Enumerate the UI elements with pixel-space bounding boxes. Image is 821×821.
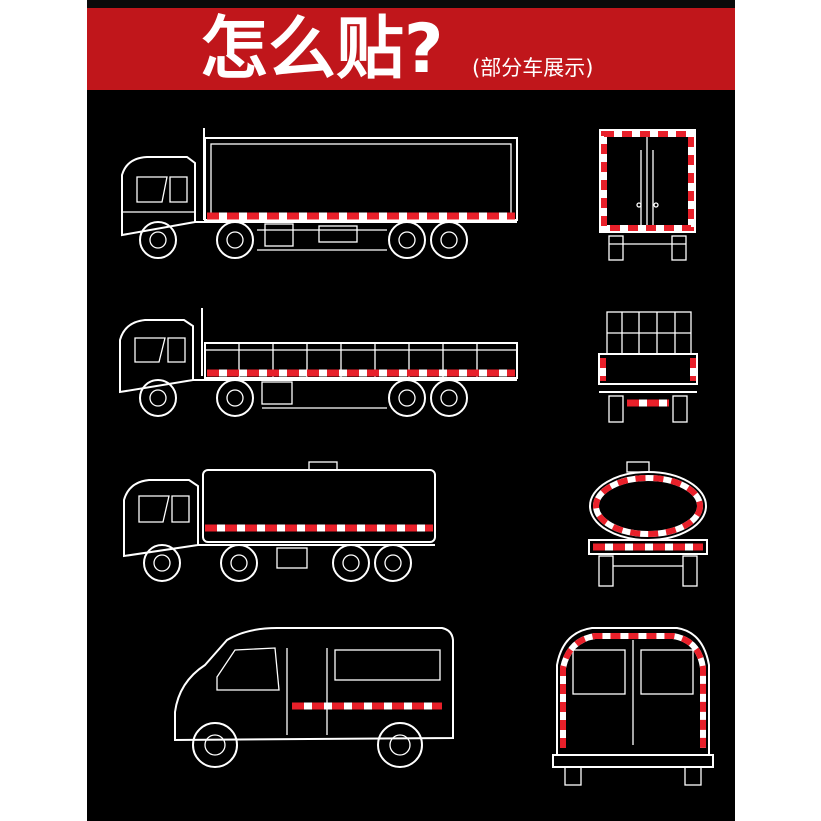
tanker-truck-side-view	[123, 461, 436, 582]
flatbed-truck-rear-view	[598, 311, 698, 423]
illustration-panel: 怎么贴? (部分车展示)	[87, 0, 735, 821]
vehicle-diagrams	[119, 128, 714, 786]
flatbed-truck-side-view	[119, 308, 518, 417]
top-border	[87, 0, 735, 8]
title-banner: 怎么贴? (部分车展示)	[87, 8, 735, 90]
box-truck-rear-view	[599, 129, 696, 261]
van-rear-view	[552, 627, 714, 786]
van-side-view	[174, 627, 454, 768]
banner-title: 怎么贴?	[200, 10, 444, 89]
tanker-truck-rear-view	[588, 461, 708, 587]
box-truck-side-view	[121, 128, 518, 259]
banner-subtitle: (部分车展示)	[472, 56, 594, 80]
